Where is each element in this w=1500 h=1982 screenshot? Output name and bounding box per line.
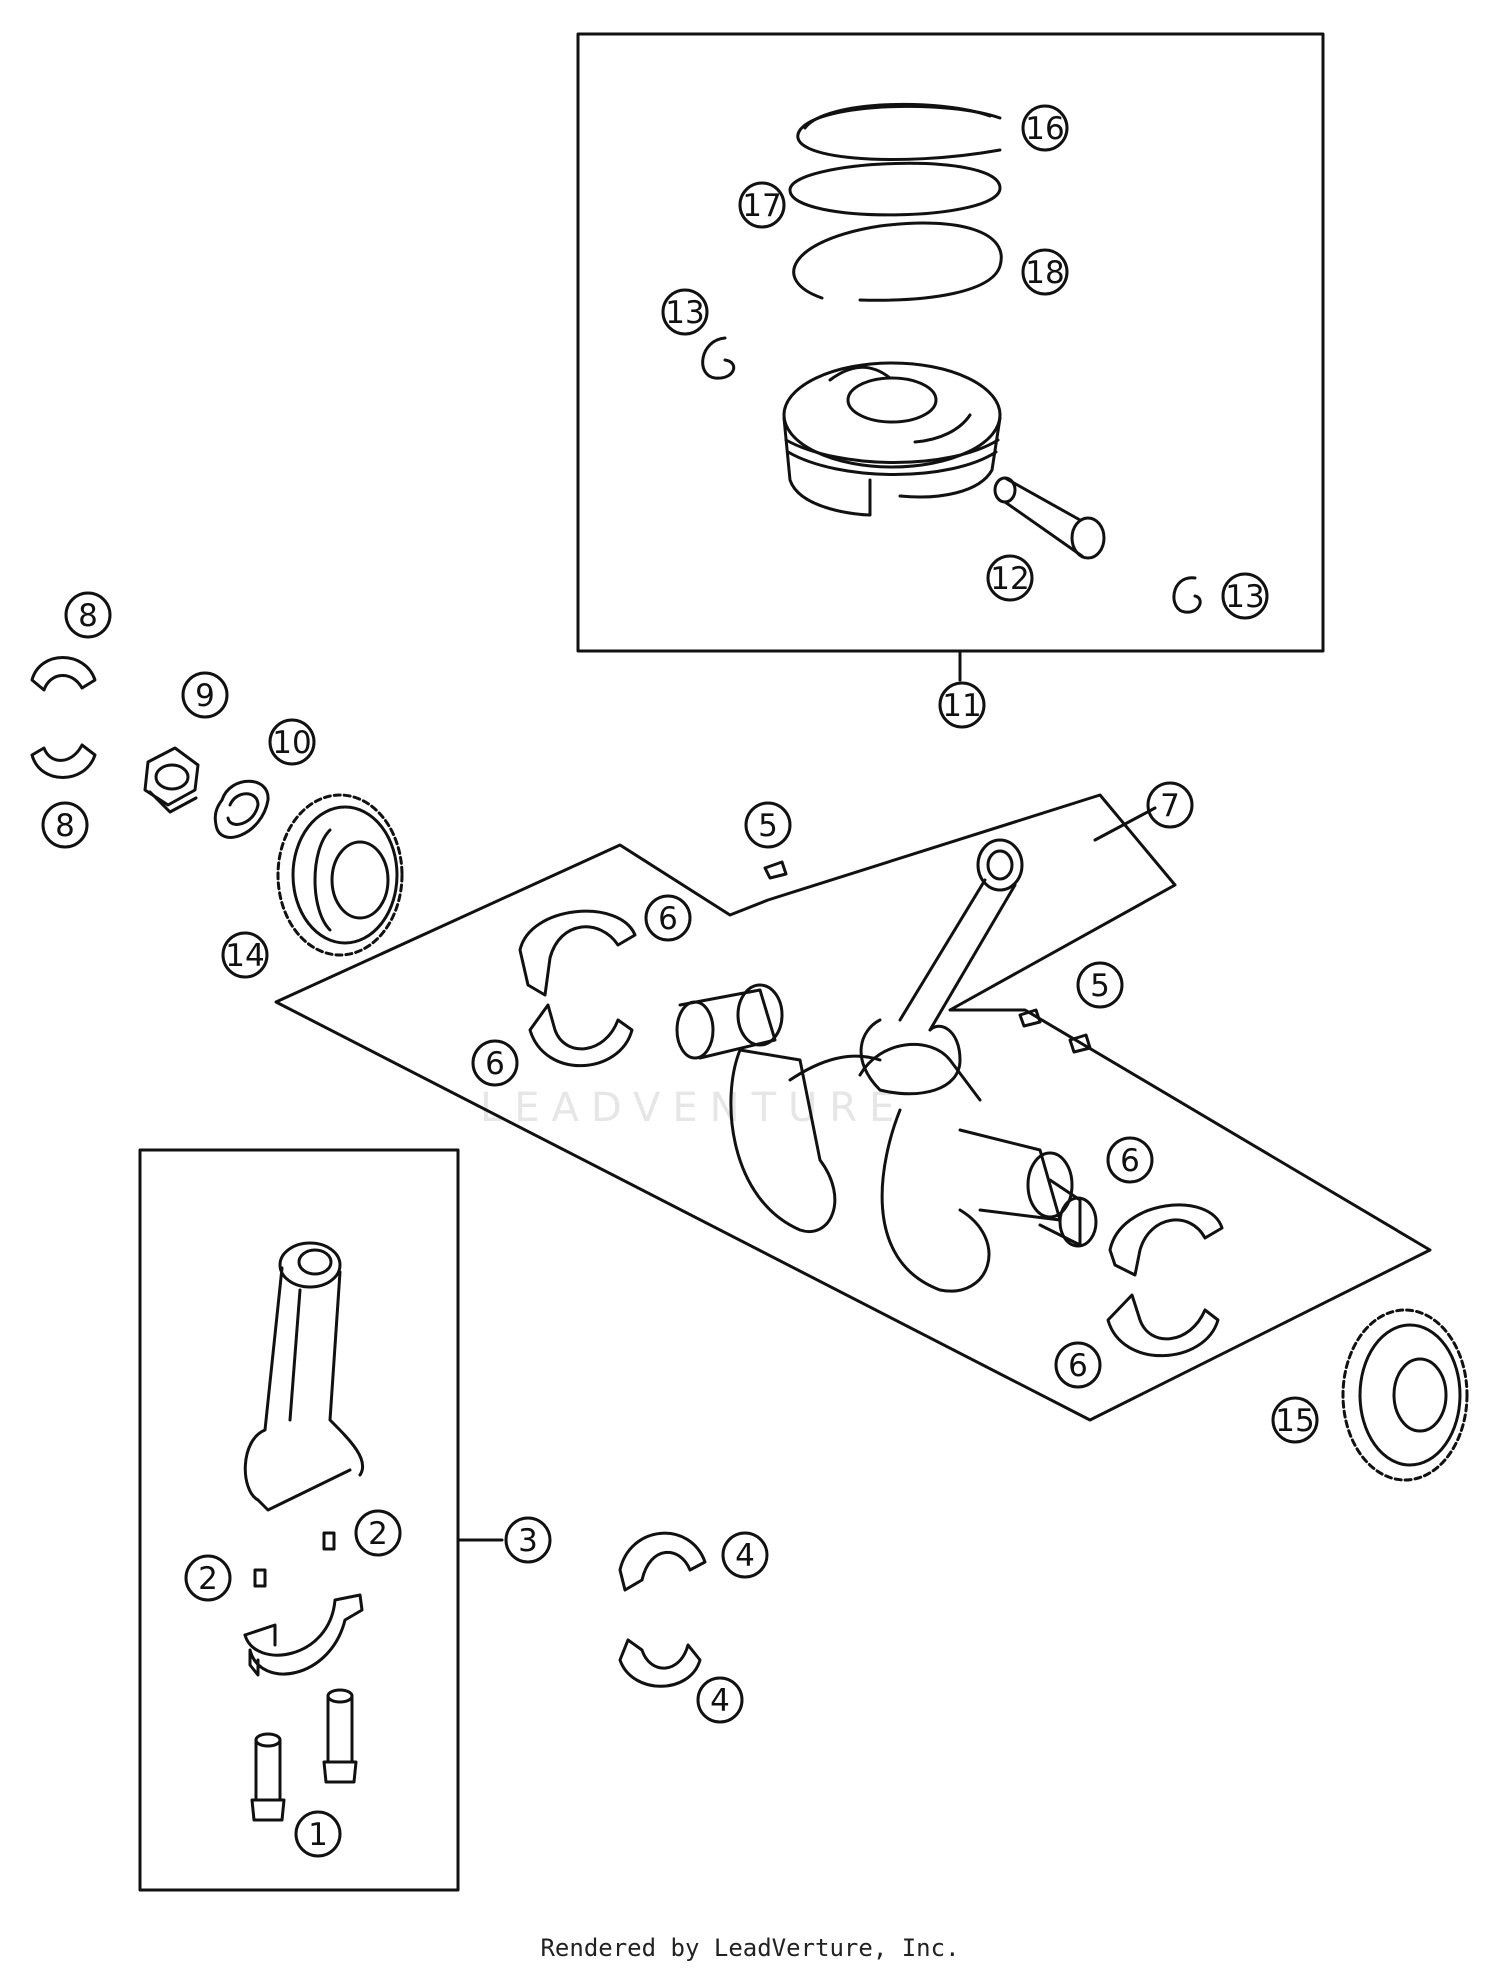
washer-10 xyxy=(213,779,270,839)
svg-text:11: 11 xyxy=(942,688,981,724)
key-5-b xyxy=(1018,1008,1042,1028)
callout-13-lower: 13 xyxy=(1221,572,1269,620)
callout-7: 7 xyxy=(1146,781,1194,829)
svg-text:8: 8 xyxy=(78,598,98,634)
circlip-13-lower xyxy=(1172,576,1202,614)
svg-text:14: 14 xyxy=(225,938,264,974)
svg-text:13: 13 xyxy=(665,295,704,331)
callout-2-left: 2 xyxy=(184,1554,232,1602)
svg-text:18: 18 xyxy=(1025,255,1064,291)
dowel-pin-2-left xyxy=(253,1568,267,1588)
bolt-1-left xyxy=(250,1732,286,1822)
svg-text:2: 2 xyxy=(368,1516,388,1552)
connecting-rod-cap xyxy=(243,1593,364,1677)
piston xyxy=(782,361,1002,517)
callout-15: 15 xyxy=(1271,1396,1319,1444)
crankshaft-group-outline xyxy=(274,793,1432,1422)
svg-text:4: 4 xyxy=(710,1683,730,1719)
callout-8-lower: 8 xyxy=(41,801,89,849)
callout-8-upper: 8 xyxy=(64,591,112,639)
connecting-rod-kit-box xyxy=(138,1148,460,1892)
key-5-a xyxy=(763,860,788,880)
piston-ring-16 xyxy=(796,102,1002,162)
callout-5-upper: 5 xyxy=(744,801,792,849)
svg-text:9: 9 xyxy=(195,678,215,714)
circlip-13-upper xyxy=(701,336,736,380)
connecting-rod-mounted xyxy=(859,838,1024,1096)
svg-text:6: 6 xyxy=(1120,1143,1140,1179)
callout-12: 12 xyxy=(986,554,1034,602)
piston-ring-17 xyxy=(788,161,1002,217)
main-bearing-8-upper xyxy=(30,656,97,692)
callout-13-upper: 13 xyxy=(661,288,709,336)
callout-1: 1 xyxy=(294,1810,342,1858)
svg-text:15: 15 xyxy=(1275,1403,1314,1439)
svg-text:6: 6 xyxy=(485,1046,505,1082)
piston-ring-18 xyxy=(792,221,1003,302)
piston-kit-box xyxy=(576,32,1325,653)
callout-14: 14 xyxy=(221,931,269,979)
callout-17: 17 xyxy=(738,181,786,229)
callout-18: 18 xyxy=(1021,248,1069,296)
bolt-1-right xyxy=(322,1688,358,1784)
svg-text:6: 6 xyxy=(658,901,678,937)
gear-14 xyxy=(276,793,404,957)
svg-text:7: 7 xyxy=(1160,788,1180,824)
callout-6-c: 6 xyxy=(1106,1136,1154,1184)
svg-text:2: 2 xyxy=(198,1561,218,1597)
nut-9 xyxy=(143,746,200,814)
callout-4-upper: 4 xyxy=(721,1531,769,1579)
crankshaft xyxy=(675,983,1098,1293)
callout-9: 9 xyxy=(181,671,229,719)
callout-10: 10 xyxy=(268,718,316,766)
footer-credit: Rendered by LeadVerture, Inc. xyxy=(540,1934,960,1962)
bearing-6-upper-left xyxy=(518,909,637,997)
gear-15 xyxy=(1341,1308,1469,1482)
bearing-6-upper-right xyxy=(1108,1203,1224,1277)
bearing-6-lower-right xyxy=(1106,1293,1220,1358)
main-bearing-8-lower xyxy=(30,743,97,779)
callout-6-d: 6 xyxy=(1054,1341,1102,1389)
callout-6-b: 6 xyxy=(471,1039,519,1087)
callout-5-lower: 5 xyxy=(1076,961,1124,1009)
callout-11: 11 xyxy=(938,681,986,729)
svg-text:13: 13 xyxy=(1225,579,1264,615)
callout-6-a: 6 xyxy=(644,894,692,942)
svg-text:12: 12 xyxy=(990,561,1029,597)
leader-7 xyxy=(1093,806,1157,842)
watermark: LEADVENTURE xyxy=(480,1085,907,1131)
bearing-4-lower xyxy=(618,1638,702,1688)
callout-4-lower: 4 xyxy=(696,1676,744,1724)
bearing-4-upper xyxy=(618,1531,707,1592)
key-5-c xyxy=(1068,1033,1092,1054)
callout-2-right: 2 xyxy=(354,1509,402,1557)
svg-text:10: 10 xyxy=(272,725,311,761)
dowel-pin-2-right xyxy=(322,1531,336,1551)
callout-3: 3 xyxy=(504,1516,552,1564)
piston-pin xyxy=(993,476,1106,560)
svg-text:3: 3 xyxy=(518,1523,538,1559)
svg-text:8: 8 xyxy=(55,808,75,844)
bearing-6-lower-left xyxy=(528,1003,634,1068)
callout-16: 16 xyxy=(1021,104,1069,152)
svg-text:17: 17 xyxy=(742,188,781,224)
svg-text:4: 4 xyxy=(735,1538,755,1574)
svg-text:5: 5 xyxy=(758,808,778,844)
svg-text:6: 6 xyxy=(1068,1348,1088,1384)
svg-text:5: 5 xyxy=(1090,968,1110,1004)
svg-text:1: 1 xyxy=(308,1817,328,1853)
svg-text:16: 16 xyxy=(1025,111,1064,147)
connecting-rod xyxy=(243,1241,365,1512)
